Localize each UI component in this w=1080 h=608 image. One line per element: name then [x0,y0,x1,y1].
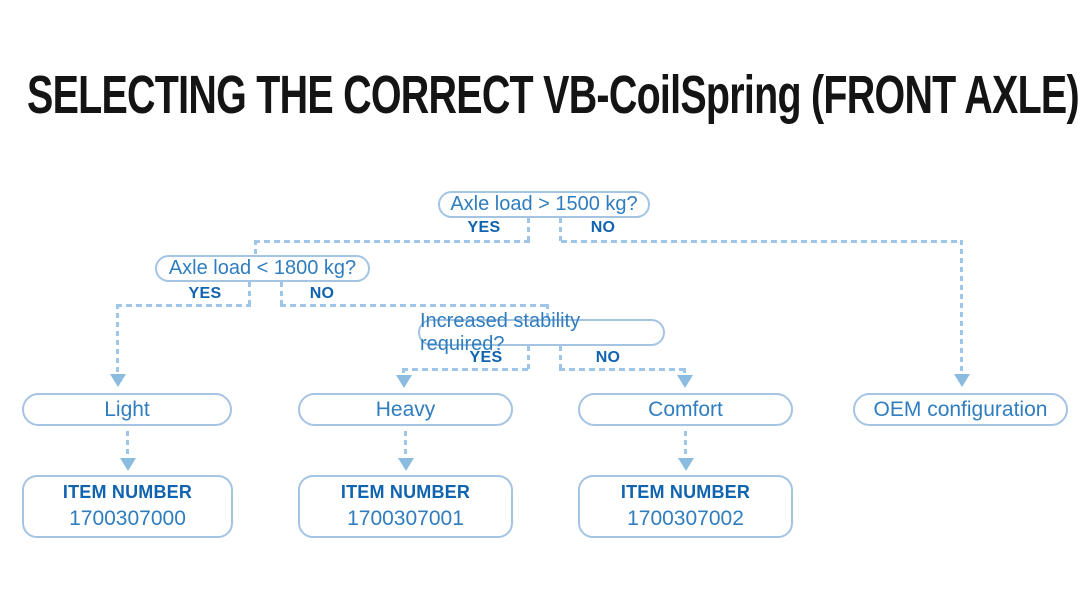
arrow-to-item-heavy [398,458,414,471]
option-light: Light [22,393,232,426]
connector-d3-no-drop [683,368,686,375]
connector-d1-yes-horizontal [254,240,530,243]
item-number-value-comfort: 1700307002 [627,507,744,530]
connector-d1-yes-stub [527,218,530,241]
decision-axle-load-1500: Axle load > 1500 kg? [438,191,650,218]
connector-d2-yes-stub [248,282,251,305]
connector-d2-yes-drop [116,304,119,373]
connector-d3-yes-drop [402,368,405,375]
connector-d2-no-drop [546,304,549,320]
arrow-to-light [110,374,126,387]
arrow-to-heavy [396,375,412,388]
connector-d1-no-stub [559,218,562,241]
connector-d2-yes-horizontal [116,304,251,307]
decision-axle-load-1800: Axle load < 1800 kg? [155,255,370,282]
connector-d2-no-horizontal [280,304,548,307]
connector-heavy-item [404,431,407,457]
item-number-label: ITEM NUMBER [62,482,193,502]
label-no-d2: NO [309,285,335,302]
item-box-light: ITEM NUMBER 1700307000 [22,475,233,538]
label-yes-d2: YES [188,285,222,302]
connector-d1-no-drop [960,240,963,373]
label-yes-d3: YES [469,349,503,366]
arrow-to-oem [954,374,970,387]
connector-d3-no-horizontal [559,368,686,371]
item-number-value-heavy: 1700307001 [347,507,464,530]
item-number-label: ITEM NUMBER [620,482,751,502]
item-number-value-light: 1700307000 [69,507,186,530]
connector-d1-no-horizontal [561,240,963,243]
item-box-comfort: ITEM NUMBER 1700307002 [578,475,793,538]
connector-comfort-item [684,431,687,457]
option-heavy: Heavy [298,393,513,426]
connector-light-item [126,431,129,457]
label-no-d3: NO [595,349,621,366]
arrow-to-item-comfort [678,458,694,471]
connector-d3-yes-stub [527,346,530,369]
connector-d2-no-stub [280,282,283,305]
decision-increased-stability: Increased stability required? [418,310,665,355]
option-oem-configuration: OEM configuration [853,393,1068,426]
label-yes-d1: YES [467,219,501,236]
arrow-to-comfort [677,375,693,388]
label-no-d1: NO [590,219,616,236]
arrow-to-item-light [120,458,136,471]
connector-d3-no-stub [559,346,562,369]
item-number-label: ITEM NUMBER [340,482,471,502]
page-title: SELECTING THE CORRECT VB-CoilSpring (FRO… [27,65,1080,125]
option-comfort: Comfort [578,393,793,426]
connector-d1-yes-drop [254,240,257,254]
connector-d3-yes-horizontal [402,368,530,371]
item-box-heavy: ITEM NUMBER 1700307001 [298,475,513,538]
